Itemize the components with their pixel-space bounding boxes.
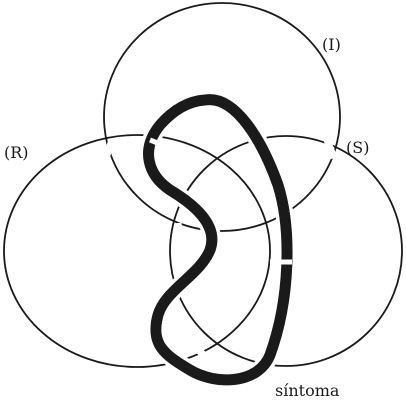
label-symbolic: (S): [346, 138, 369, 157]
ring-crossing-gaps: [106, 140, 334, 358]
ring-imaginary: [104, 3, 340, 231]
label-real: (R): [4, 143, 29, 162]
label-symptom: síntoma: [275, 381, 340, 400]
ring-real: [4, 135, 270, 367]
label-imaginary: (I): [322, 35, 341, 54]
symptom-halo: [149, 100, 287, 380]
